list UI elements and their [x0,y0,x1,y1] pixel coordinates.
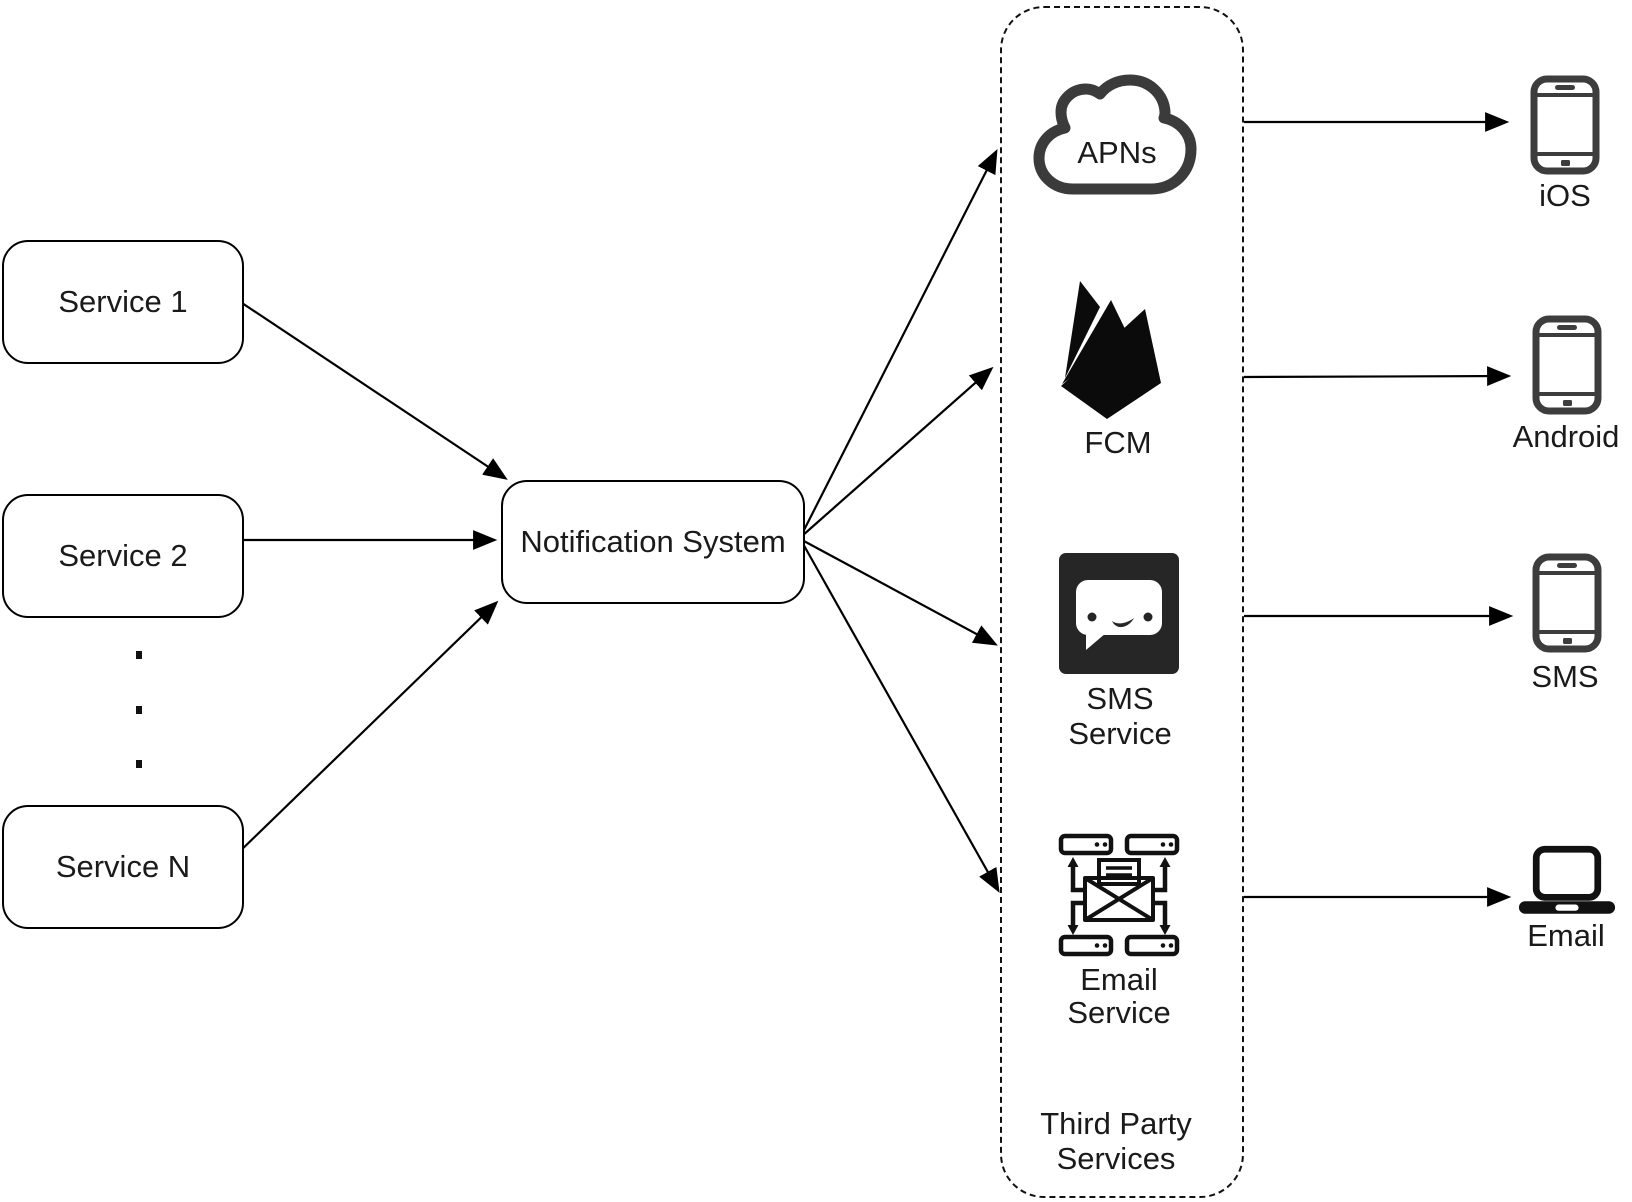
target-android-label: Android [1512,419,1620,454]
target-ios-label: iOS [1539,178,1591,213]
sms-service-label-line2: Service [1068,716,1172,751]
third-party-services-container [1000,6,1244,1198]
apns-label: APNs [1077,135,1156,170]
smartphone-icon [1532,315,1602,415]
ellipsis-dot: . [136,760,142,768]
sms-service-label-line1: SMS [1086,681,1154,716]
smartphone-icon [1532,553,1602,653]
fcm-label: FCM [1084,425,1152,460]
node-service-1: Service 1 [2,240,244,364]
arrow-service1-to-hub [235,298,508,480]
target-email-label: Email [1527,918,1605,953]
arrow-hub-to-fcm [801,366,994,537]
arrow-hub-to-email [801,541,1000,893]
third-party-title-line2: Services [1056,1141,1176,1176]
third-party-title-line1: Third Party [1040,1106,1192,1141]
node-service-1-label: Service 1 [58,284,188,319]
node-service-2: Service 2 [2,494,244,618]
node-service-2-label: Service 2 [58,538,188,573]
smartphone-icon [1530,75,1600,175]
email-servers-icon [1058,833,1180,957]
arrow-hub-to-apns [801,149,998,535]
target-sms-label: SMS [1531,659,1599,694]
node-notification-system: Notification System [501,480,805,604]
email-service-label-line2: Service [1067,995,1171,1030]
cloud-icon: APNs [1033,74,1201,204]
arrow-hub-to-sms [801,539,998,646]
email-service-label-line1: Email [1080,962,1158,997]
node-service-n: Service N [2,805,244,929]
node-service-n-label: Service N [55,849,191,884]
node-notification-system-label: Notification System [520,524,786,559]
laptop-icon [1517,845,1617,917]
ellipsis-dot: . [136,706,142,714]
arrow-serviceN-to-hub [233,600,499,858]
chat-bubble-icon [1059,553,1179,674]
firebase-flame-icon [1055,276,1167,428]
arrow-fcm-to-android [1243,366,1512,386]
ellipsis-dot: . [136,651,142,659]
